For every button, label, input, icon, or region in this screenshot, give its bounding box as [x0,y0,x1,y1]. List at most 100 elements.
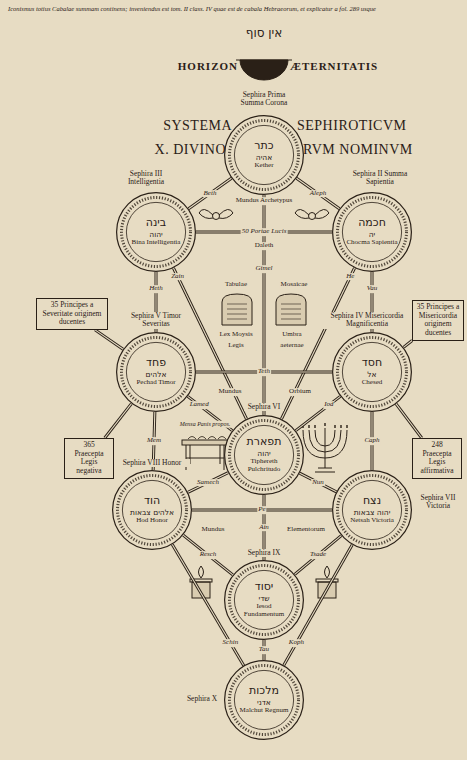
plate-label: אין סוף [246,27,283,40]
canal-line [105,404,132,438]
canal-label: Schin [222,639,240,647]
canal-inner [295,536,342,575]
latin-name: Chesed [362,379,383,387]
latin-name: Iesod Fundamentum [236,603,292,618]
altar-top [316,579,338,582]
canal [295,536,342,575]
canal-label: Pe [257,506,266,514]
canal-label: Caph [363,437,380,445]
inner-ring [234,125,293,184]
plate-label: Mundus Archetypus [235,197,294,205]
canal-label: 50 Portae Lucis [241,228,288,236]
canal-inner [95,330,123,349]
outer-ring [333,193,412,272]
sephira-circle: Sephira II Summa SapientiaחכמהיהChocma S… [332,192,412,272]
table-legs [186,445,224,470]
canal-inner [189,178,232,209]
outer-ring [225,661,304,740]
hebrew-name: פחד [146,357,166,370]
latin-name: Malchut Regnum [240,707,289,715]
sephira-inner: יסודשדיIesod Fundamentum [236,572,292,628]
inner-ring [126,202,185,261]
canal-line [297,178,340,209]
sephira-inner: מלכותאדניMalchut Regnum [236,672,292,728]
divine-name: יה [369,230,376,239]
canal-label: Zain [170,273,185,281]
plate-label: Tabulae [224,281,248,289]
divine-name: אל [367,370,376,379]
sephira-circle: Sephira III IntelligentiaבינהיהוהBina In… [116,192,196,272]
canal-inner [188,473,228,493]
menorah [303,428,347,472]
canal-label: Samech [196,479,220,487]
canal-label: Beth [203,190,218,198]
sephira-inner: הודאלהים צבאותHod Honor [124,482,180,538]
horizon-bowl [240,60,288,80]
cherub-wing [219,209,233,218]
box-text: 35 Principes a Misericordia originem duc… [416,303,460,338]
inner-ring [342,202,401,261]
sephira-heading: Sephira X [182,695,222,703]
box-text: 35 Principes a Severitate originem ducen… [40,301,104,327]
law-tablet [222,294,252,325]
plate-label: Daleth [254,242,275,250]
sephira-inner: נצחיהוה צבאותNetsah Victoria [344,482,400,538]
canal-label: Tsade [309,551,327,559]
sephira-heading: Sephira III Intelligentia [110,170,182,187]
inner-ring [234,425,293,484]
cherub-head [213,213,220,220]
canal-label: Nun [311,479,325,487]
altar-flame [199,566,204,578]
outer-ring [333,471,412,550]
plate-label: RVM NOMINVM [303,142,413,157]
canal-label: Resch [199,551,218,559]
box-text: 248 Praecepta Legis affirmativa [416,441,458,476]
hebrew-name: נצח [363,495,381,508]
plate-label: Mosaicae [280,281,309,289]
law-tablet [276,294,306,325]
precept-box: 248 Praecepta Legis affirmativa [412,438,462,479]
hebrew-name: תפארת [247,436,282,449]
sephira-circle: Sephira Prima Summa CoronaכתראהיהKether [224,115,304,195]
letter-ring [122,338,191,407]
table-top [182,440,228,445]
sephira-inner: חסדאלChesed [344,344,400,400]
box-text: 365 Praecepta Legis negativa [68,441,110,476]
outer-ring [117,193,196,272]
plate-label: Mundus [218,388,243,396]
canal-label: Gimel [254,265,273,273]
canal-line [189,178,232,209]
inner-ring [342,480,401,539]
sephira-circle: Sephira IXיסודשדיIesod Fundamentum [224,560,304,640]
outer-ring [225,116,304,195]
letter-ring [230,421,299,490]
sephira-heading: Sephira IV Misericordia Magnificentia [321,312,413,329]
altar-flame [325,566,330,578]
canal-label: Vau [366,286,379,294]
letter-ring [118,476,187,545]
cherub-wing [199,209,213,218]
letter-ring [122,198,191,267]
canal-label: He [345,273,355,281]
divine-name: יהוה [149,230,163,239]
plate-label: Mundus [201,526,226,534]
plate-label: ÆTERNITATIS [290,60,378,72]
outer-ring [225,561,304,640]
plate-label: Orbium [288,388,312,396]
canal-inner [297,178,340,209]
plate-label: Elementorum [286,526,326,534]
canal-label: Heth [148,286,164,294]
canal-line [296,396,341,430]
canal [189,178,232,209]
plate-label: Lex Moysis [218,331,253,339]
canal-label: Tau [258,646,270,654]
canal-line [403,341,412,348]
sephira-heading: Sephira II Summa Sapientia [344,170,416,187]
canal [105,404,132,438]
divine-name: אהיה [256,153,273,162]
inner-ring [234,570,293,629]
latin-name: Pechad Timor [136,379,175,387]
hebrew-name: יסוד [255,581,274,594]
canal-label: Koph [288,639,305,647]
latin-name: Bina Intelligentia [132,239,181,247]
